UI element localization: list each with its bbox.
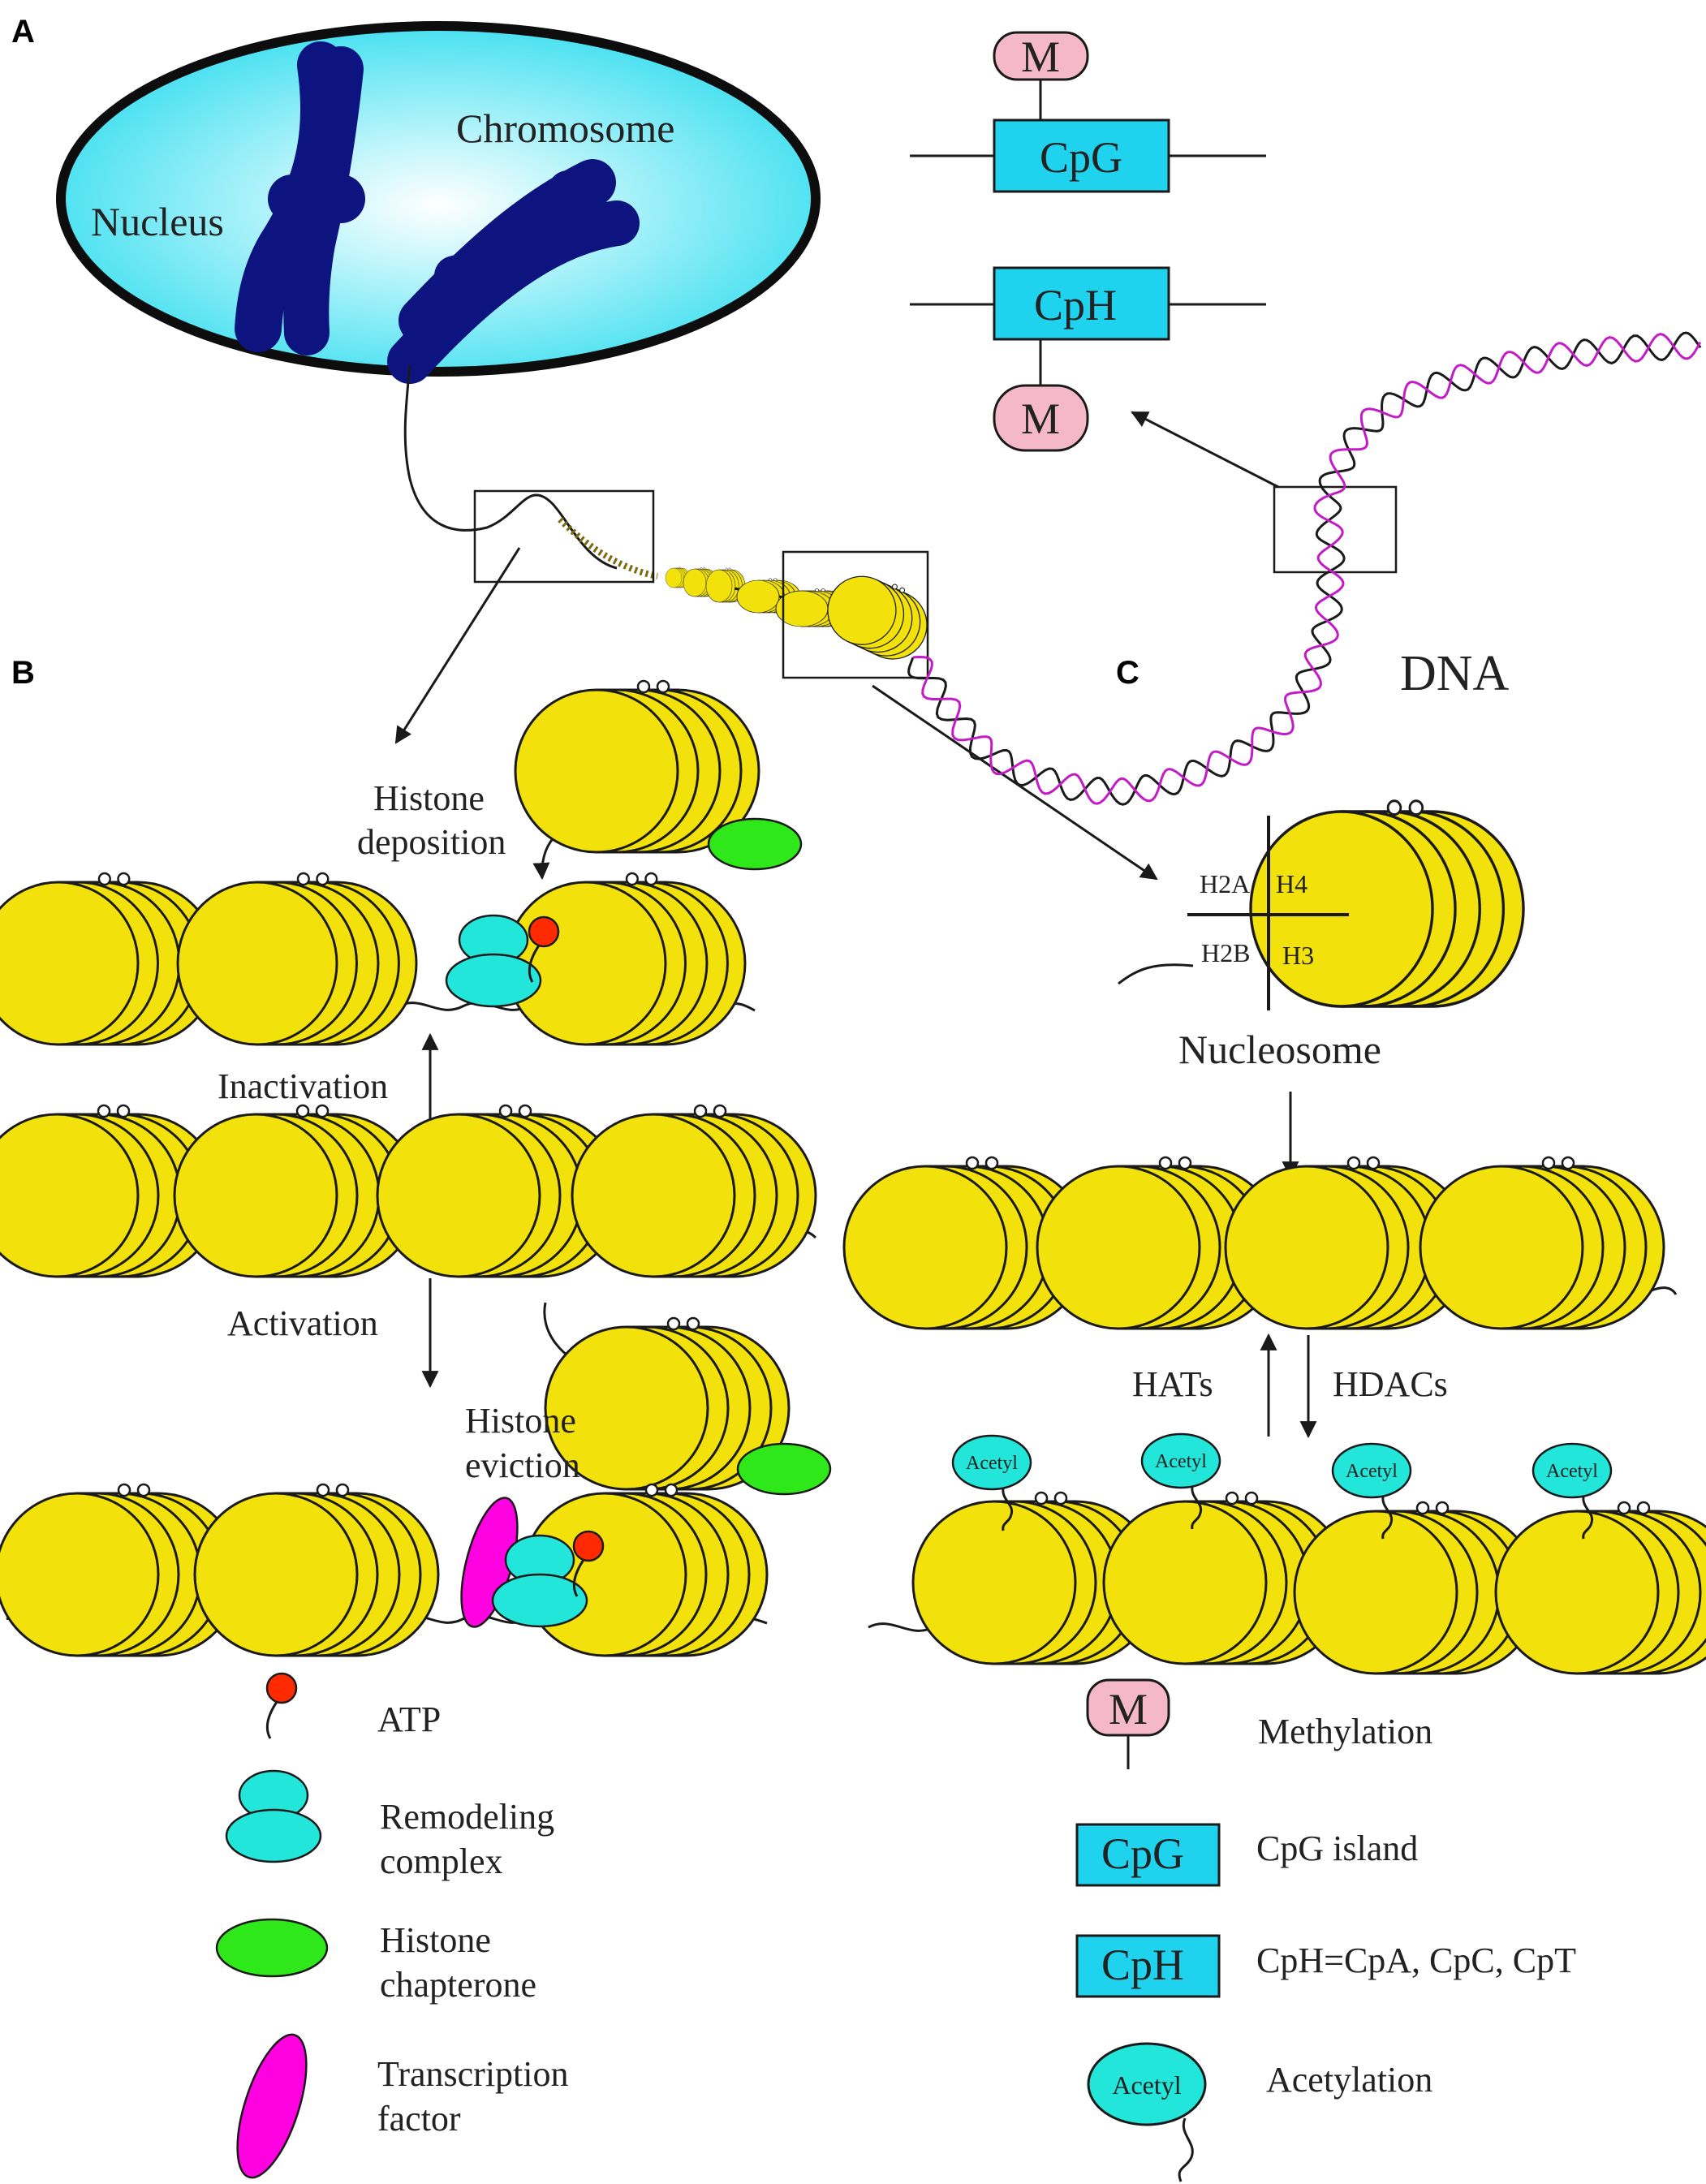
remodeling-complex-icon (225, 1769, 322, 1863)
free-nucleosome-evicted (544, 1316, 832, 1496)
inactivation-label: Inactivation (218, 1066, 388, 1106)
histone-eviction-label-2: eviction (465, 1445, 580, 1485)
nucleosome-c1-4 (1419, 1156, 1665, 1330)
methylation-icon (1086, 1678, 1170, 1769)
legend-remodeling-label-2: complex (380, 1842, 503, 1881)
legend-left: ATP Remodeling complex Histone chapteron… (215, 1672, 569, 2179)
transcription-factor-icon (236, 2033, 308, 2179)
legend-remodeling-label-1: Remodeling (380, 1797, 554, 1837)
nucleosome-row2-4 (571, 1104, 817, 1278)
nucleosome-row1-3 (505, 872, 747, 1046)
cpg-box-label: CpG (1040, 133, 1122, 182)
hdacs-label: HDACs (1333, 1364, 1448, 1404)
panel-label-c: C (1116, 655, 1139, 691)
histone-deposition-label-1: Histone (373, 778, 485, 818)
dna-double-helix (907, 331, 1702, 806)
legend-chaperone-label-1: Histone (380, 1920, 491, 1960)
cpg-island-icon (1075, 1823, 1221, 1887)
legend-cpg-label: CpG island (1256, 1829, 1418, 1868)
atp-icon (265, 1672, 298, 1740)
nucleosome-label: Nucleosome (1178, 1027, 1381, 1072)
zoom-frame-dna (1273, 485, 1398, 574)
h4-label: H4 (1276, 869, 1308, 898)
cpg-methylation-diagram (910, 31, 1266, 193)
chromatin-fiber (403, 364, 618, 570)
activation-label: Activation (227, 1303, 378, 1343)
zoom-frame-nucleosome (782, 550, 929, 679)
acetyl-tag-4-label: Acetyl (1546, 1461, 1598, 1482)
histone-chaperone-icon (215, 1918, 329, 1978)
h3-label: H3 (1282, 941, 1314, 970)
panel-label-b: B (11, 655, 35, 691)
nucleosome-row3-2 (193, 1483, 440, 1657)
arrow-to-panel-b (394, 547, 521, 744)
legend-cph-icon-text: CpH (1101, 1941, 1184, 1989)
h2b-label: H2B (1201, 938, 1250, 967)
legend-acetyl-icon-text: Acetyl (1112, 2070, 1181, 2100)
nucleosome-c2-4 (1494, 1501, 1706, 1675)
compact-fiber (558, 517, 658, 579)
chromosome-label: Chromosome (456, 106, 674, 151)
legend-acetylation-label: Acetylation (1266, 2060, 1432, 2100)
acetyl-tag-1-label: Acetyl (966, 1453, 1018, 1474)
acetylation-icon (1087, 2042, 1207, 2182)
nucleus-label: Nucleus (91, 199, 224, 244)
legend-chaperone-label-2: chapterone (380, 1965, 536, 2005)
histone-deposition-label-2: deposition (357, 822, 506, 862)
legend-tf-label-2: factor (377, 2099, 461, 2139)
legend-cpg-icon-text: CpG (1101, 1829, 1184, 1878)
acetyl-tag-2-label: Acetyl (1155, 1451, 1207, 1472)
cph-methylation-diagram (910, 266, 1266, 452)
methyl-bottom-label: M (1021, 394, 1060, 443)
cph-box-label: CpH (1034, 281, 1117, 330)
chromosome-right (387, 159, 640, 384)
nucleosome-detailed (1118, 799, 1525, 1010)
h2a-label: H2A (1200, 869, 1250, 898)
cph-icon (1075, 1934, 1221, 1998)
legend-methylation-icon-text: M (1109, 1685, 1148, 1734)
chromosome-left (235, 41, 365, 355)
acetyl-tag-3-label: Acetyl (1346, 1461, 1398, 1482)
legend-right: M Methylation CpG CpG island CpH CpH=CpA… (1075, 1678, 1576, 2182)
legend-tf-label-1: Transcription (377, 2054, 569, 2094)
nucleosome-row1-2 (176, 872, 418, 1046)
free-nucleosome-top (514, 679, 803, 871)
zoomed-nucleosome-small (816, 561, 941, 671)
dna-label: DNA (1400, 646, 1510, 701)
histone-eviction-label-1: Histone (465, 1401, 576, 1441)
arrow-to-nucleosome (872, 684, 1158, 881)
methyl-top-label: M (1021, 32, 1060, 81)
hats-label: HATs (1132, 1364, 1213, 1404)
legend-cph-label: CpH=CpA, CpC, CpT (1256, 1941, 1576, 1980)
legend-atp-label: ATP (377, 1699, 441, 1739)
arrow-to-methylation (1131, 411, 1279, 489)
zoom-frame-fiber (473, 489, 655, 584)
panel-label-a: A (11, 14, 35, 50)
legend-methylation-label: Methylation (1258, 1712, 1432, 1751)
